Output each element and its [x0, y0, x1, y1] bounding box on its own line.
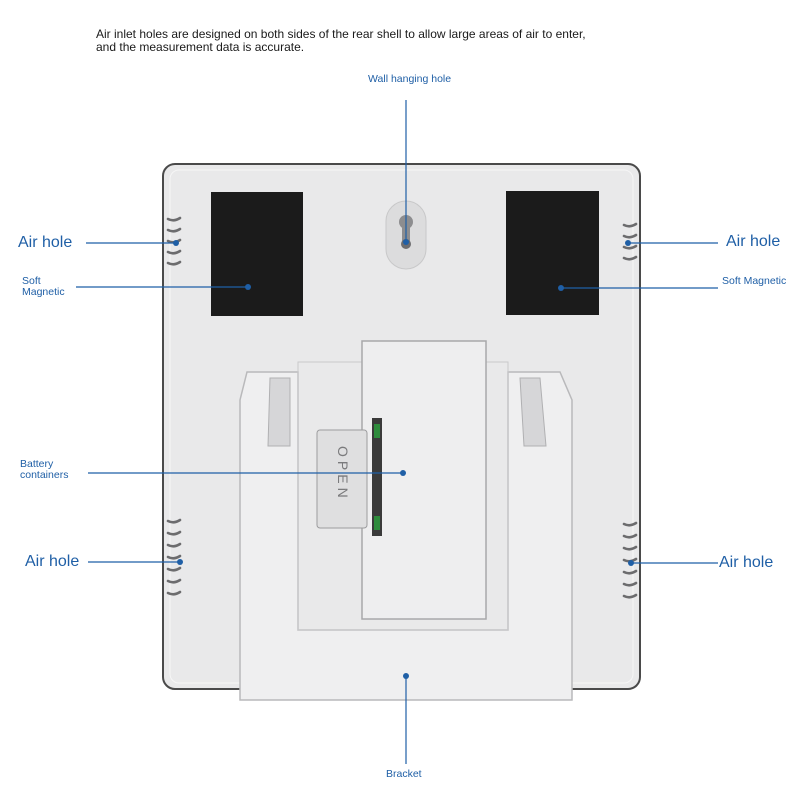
- caption-line-1: Air inlet holes are designed on both sid…: [96, 27, 586, 41]
- label-air-hole-top-left: Air hole: [18, 234, 73, 251]
- caption-line-2: and the measurement data is accurate.: [96, 40, 305, 54]
- label-bracket: Bracket: [386, 768, 422, 780]
- caption: Air inlet holes are designed on both sid…: [96, 28, 736, 54]
- label-battery-line-2: containers: [20, 469, 69, 481]
- label-soft-magnetic-left: Soft Magnetic: [22, 276, 65, 298]
- label-battery-line-1: Battery: [20, 458, 54, 470]
- label-air-hole-top-right: Air hole: [726, 233, 781, 250]
- battery-cover-open-text: OPEN: [335, 446, 351, 502]
- label-soft-magnetic-left-line-1: Soft: [22, 275, 41, 287]
- air-holes-bottom-right: [622, 521, 638, 599]
- soft-magnetic-pad-left: [211, 192, 303, 316]
- label-battery-containers: Battery containers: [20, 459, 68, 481]
- label-air-hole-bottom-right: Air hole: [719, 554, 774, 571]
- label-air-hole-bottom-left: Air hole: [25, 553, 80, 570]
- air-holes-top-right: [622, 222, 638, 261]
- soft-magnetic-pad-right: [506, 191, 599, 315]
- battery-container: OPEN: [316, 340, 487, 620]
- label-soft-magnetic-right: Soft Magnetic: [722, 275, 787, 287]
- callout-dots: [173, 239, 634, 679]
- bracket: [239, 361, 573, 701]
- label-soft-magnetic-left-line-2: Magnetic: [22, 286, 65, 298]
- callout-lines: [76, 100, 718, 764]
- label-wall-hanging-hole: Wall hanging hole: [368, 73, 452, 85]
- air-holes-bottom-left: [166, 518, 182, 596]
